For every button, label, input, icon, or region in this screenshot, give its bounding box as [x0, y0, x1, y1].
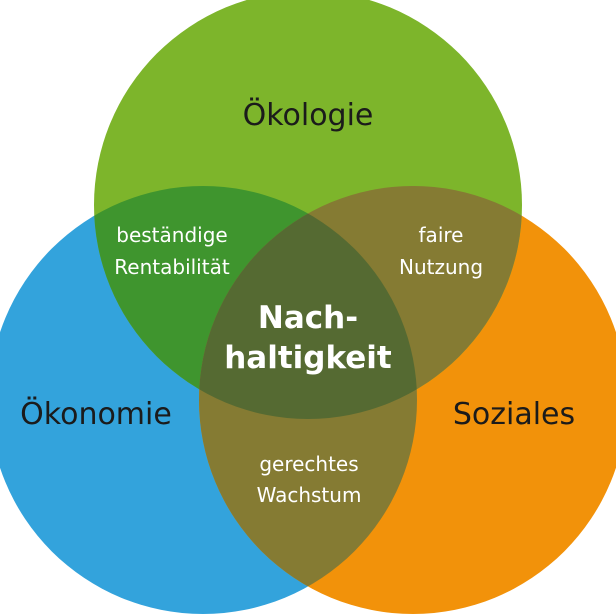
label-nutzung: Nutzung: [399, 255, 483, 279]
label-soziales: Soziales: [453, 397, 575, 432]
label-bestaendige: beständige: [116, 223, 227, 247]
label-faire: faire: [419, 223, 464, 247]
label-gerechtes: gerechtes: [259, 452, 358, 476]
label-rentabilitaet: Rentabilität: [114, 255, 230, 279]
label-oekologie: Ökologie: [243, 97, 374, 133]
label-nach: Nach-: [258, 300, 358, 336]
label-oekonomie: Ökonomie: [20, 396, 172, 432]
label-haltigkeit: haltigkeit: [224, 340, 392, 376]
label-wachstum: Wachstum: [257, 483, 362, 507]
